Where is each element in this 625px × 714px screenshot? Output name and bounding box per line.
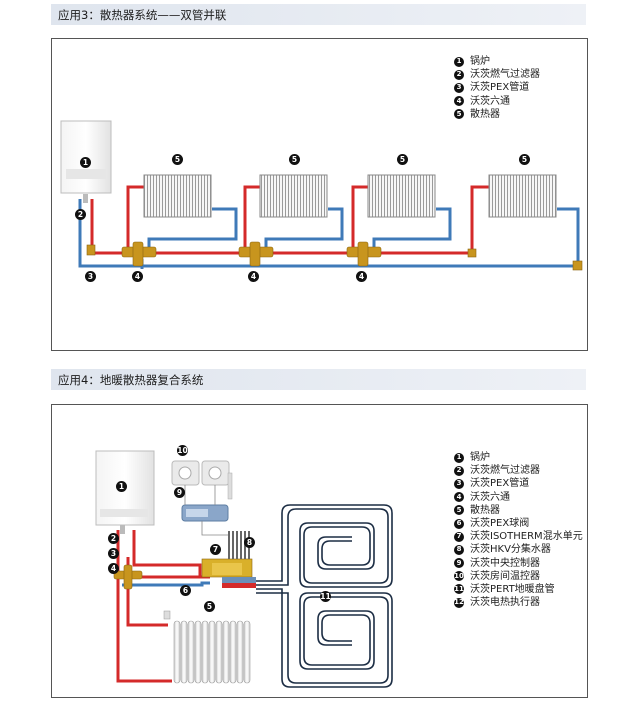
marker-pipe: 3 (108, 548, 119, 559)
gas-filter-icon (83, 194, 88, 203)
fitting-end-return (572, 260, 583, 271)
radiator-parallel-diagram (60, 120, 583, 271)
radiator (163, 610, 252, 684)
marker-sixway-a: 4 (132, 271, 143, 282)
manifold-supply-pipe (132, 557, 210, 579)
radiator-supply-pipe (116, 530, 172, 683)
sixway-fitting-b (238, 241, 274, 267)
marker-mixing: 7 (210, 544, 221, 555)
section-title-app4: 应用4：地暖散热器复合系统 (58, 373, 204, 387)
section-title-app3: 应用3：散热器系统——双管并联 (58, 8, 227, 22)
marker-sixway: 4 (108, 563, 119, 574)
floor-radiator-combined-diagram (95, 450, 393, 688)
sixway-fitting-c (346, 241, 382, 267)
radiator-branch-pipe (126, 557, 168, 627)
manifold-return-pipe (122, 581, 210, 587)
marker-rad-a: 5 (172, 154, 183, 165)
fitting-end-supply (467, 248, 477, 258)
marker-boiler: 1 (116, 481, 127, 492)
sixway-fitting-a (121, 241, 157, 267)
radiator-d (470, 174, 580, 266)
marker-pipe: 3 (85, 271, 96, 282)
sixway-fitting (113, 564, 143, 590)
floor-heating-coil (256, 504, 393, 688)
control-wires (184, 485, 228, 536)
room-thermostats (171, 460, 233, 500)
marker-rad-b: 5 (289, 154, 300, 165)
gas-filter-icon (120, 525, 125, 534)
radiator-b (243, 174, 344, 253)
marker-controller: 9 (174, 487, 185, 498)
marker-ballvalve: 6 (180, 585, 191, 596)
mixing-unit (201, 558, 253, 578)
marker-thermostat: 10 (177, 445, 188, 456)
marker-radiator: 5 (204, 601, 215, 612)
marker-filter: 2 (75, 209, 86, 220)
boiler (95, 450, 155, 526)
marker-sixway-b: 4 (248, 271, 259, 282)
marker-rad-c: 5 (397, 154, 408, 165)
section-header-app4: 应用4：地暖散热器复合系统 (51, 369, 586, 390)
marker-filter: 2 (108, 533, 119, 544)
fitting-boiler-supply (86, 244, 96, 256)
marker-sixway-c: 4 (356, 271, 367, 282)
radiator-c (351, 174, 452, 253)
radiator-a (126, 174, 238, 253)
section-header-app3: 应用3：散热器系统——双管并联 (51, 4, 586, 25)
marker-rad-d: 5 (519, 154, 530, 165)
central-controller (181, 504, 229, 522)
marker-manifold: 8 (244, 537, 255, 548)
marker-coil: 11 (320, 591, 331, 602)
marker-boiler: 1 (80, 157, 91, 168)
